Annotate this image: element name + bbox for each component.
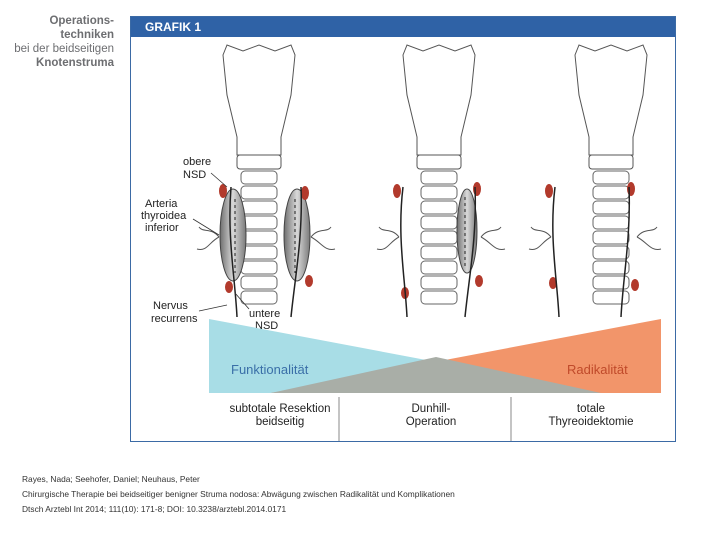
trachea-2 [421, 171, 457, 304]
parathyroid-icon [627, 182, 635, 196]
parathyroid-icon [301, 186, 309, 200]
procedure-label-subtotal: subtotale Resektion [229, 403, 330, 415]
citation-title: Chirurgische Therapie bei beidseitiger b… [22, 487, 702, 502]
cricoid-1 [237, 155, 281, 169]
label-radikalitaet: Radikalität [567, 362, 628, 377]
label-arteria: Arteria [145, 198, 178, 210]
cricoid-2 [417, 155, 461, 169]
anatomy-panel-3 [529, 45, 661, 317]
label-nervus-recurrens: recurrens [151, 313, 198, 325]
artery-right-3 [637, 227, 661, 250]
side-title-line-4: Knotenstruma [14, 56, 114, 70]
thyroid-surgery-diagram: obere NSD Arteria thyroidea inferior Ner… [131, 37, 675, 441]
artery-right-2 [481, 227, 505, 250]
parathyroid-icon [473, 182, 481, 196]
citation-authors: Rayes, Nada; Seehofer, Daniel; Neuhaus, … [22, 472, 702, 487]
artery-left-3 [529, 227, 551, 250]
citation: Rayes, Nada; Seehofer, Daniel; Neuhaus, … [22, 472, 702, 517]
label-obere-nsd: obere [183, 156, 211, 168]
label-obere-nsd: NSD [183, 169, 206, 181]
side-title-line-2: techniken [14, 28, 114, 42]
side-title-line-3: bei der beidseitigen [14, 42, 114, 56]
procedure-label-dunhill: Operation [406, 416, 457, 428]
procedure-label-total: totale [577, 403, 605, 415]
procedure-label-subtotal: beidseitig [256, 416, 305, 428]
parathyroid-icon [393, 184, 401, 198]
citation-source: Dtsch Arztebl Int 2014; 111(10): 171-8; … [22, 502, 702, 517]
anatomy-panel-1: obere NSD Arteria thyroidea inferior Ner… [141, 45, 335, 332]
nerve-left-3 [553, 187, 559, 317]
side-title: Operations- techniken bei der beidseitig… [14, 14, 114, 70]
label-arteria: inferior [145, 222, 179, 234]
procedure-labels: subtotale Resektion beidseitig Dunhill- … [229, 397, 633, 441]
label-funktionalitaet: Funktionalität [231, 362, 309, 377]
procedure-label-dunhill: Dunhill- [412, 403, 451, 415]
artery-right-1 [311, 227, 335, 250]
anatomy-panel-2 [377, 45, 505, 317]
larynx-shape-1 [223, 45, 295, 155]
parathyroid-icon [305, 275, 313, 287]
label-arteria: thyroidea [141, 210, 187, 222]
larynx-shape-2 [403, 45, 475, 155]
label-untere-nsd: untere [249, 308, 280, 320]
artery-left-1 [197, 227, 219, 250]
figure-header: GRAFIK 1 [131, 17, 675, 37]
parathyroid-icon [545, 184, 553, 198]
side-title-line-1: Operations- [14, 14, 114, 28]
parathyroid-icon [631, 279, 639, 291]
cricoid-3 [589, 155, 633, 169]
parathyroid-icon [475, 275, 483, 287]
procedure-label-total: Thyreoidektomie [548, 416, 633, 428]
artery-left-2 [377, 227, 399, 250]
figure-panel: GRAFIK 1 [130, 16, 676, 442]
parathyroid-icon [225, 281, 233, 293]
label-nervus-recurrens: Nervus [153, 300, 188, 312]
larynx-shape-3 [575, 45, 647, 155]
